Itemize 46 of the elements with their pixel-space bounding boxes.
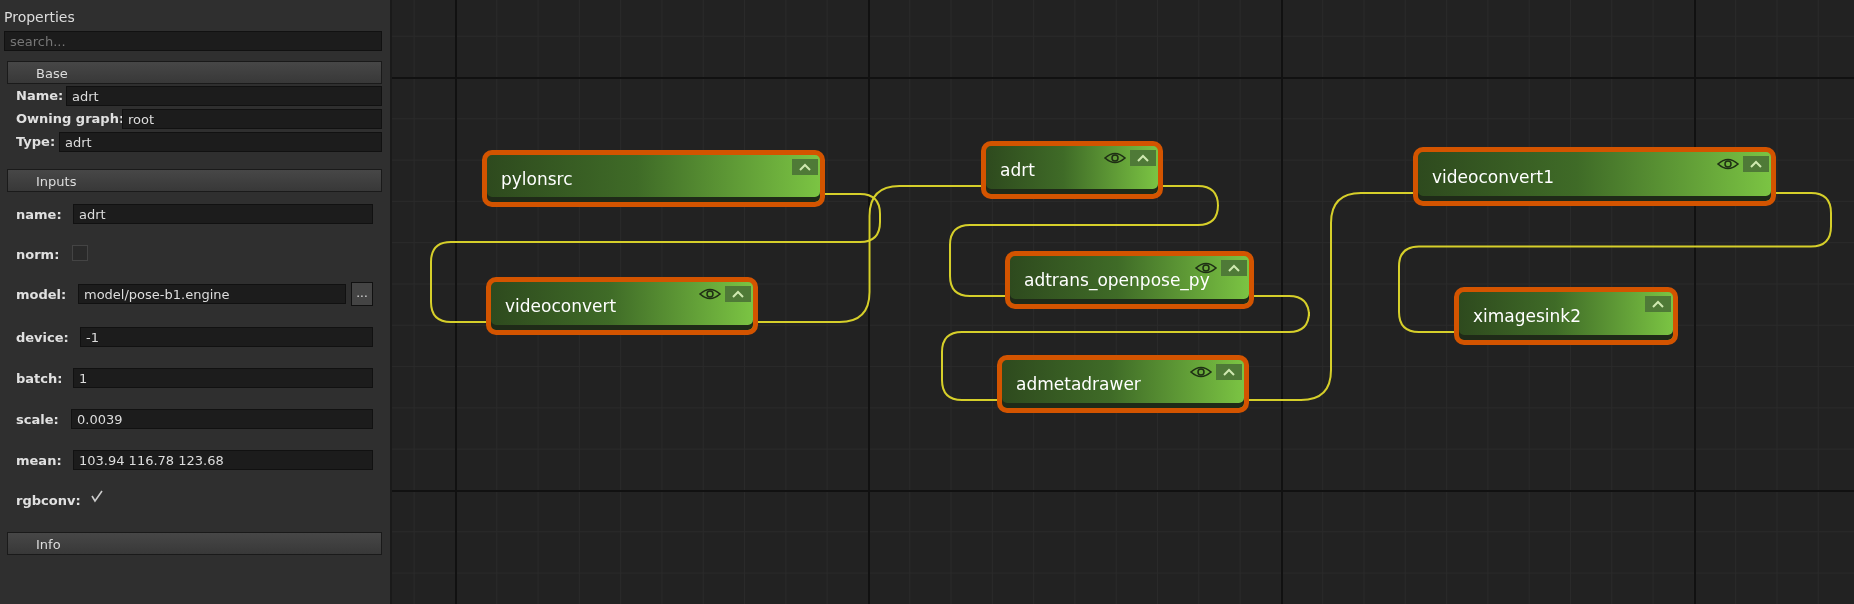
input-field: adrt: [59, 132, 382, 152]
connector-wire: [1248, 192, 1414, 401]
field-label: Type:: [16, 134, 56, 149]
input-field: 103.94 116.78 123.68: [73, 450, 373, 470]
graph-node: [1413, 147, 1776, 206]
input-field: root: [122, 109, 382, 129]
graph-node: [981, 141, 1163, 199]
graph-node: [1005, 251, 1254, 309]
section-header: Inputs: [7, 169, 382, 192]
field-label: Name:: [16, 88, 64, 103]
field-label: batch:: [16, 371, 63, 386]
spin-field: 1: [73, 368, 373, 388]
spin-field: 0.0039: [71, 409, 373, 429]
node-title: admetadrawer: [1016, 374, 1141, 394]
graph-node: [482, 150, 825, 207]
connector-wire: [1398, 192, 1832, 333]
connector-wire: [430, 193, 881, 323]
field-label: name:: [16, 207, 62, 222]
connector-wire: [757, 185, 982, 323]
browse-button: ...: [351, 282, 373, 306]
node-title: videoconvert1: [1432, 166, 1554, 187]
graph-node: [997, 355, 1249, 413]
node-title: videoconvert: [505, 296, 617, 316]
node-title: pylonsrc: [501, 168, 573, 189]
field-label: model:: [16, 287, 67, 302]
field-label: norm:: [16, 247, 60, 262]
connector-wire: [949, 185, 1219, 297]
section-header: Base: [7, 61, 382, 84]
node-title: ximagesink2: [1473, 306, 1582, 326]
connector-wire: [941, 295, 1310, 401]
spin-field: -1: [80, 327, 373, 347]
input-field: adrt: [66, 86, 382, 106]
input-field: adrt: [73, 204, 373, 224]
field-label: Owning graph:: [16, 111, 125, 126]
panel-title: Properties: [4, 9, 75, 25]
graph-node: [1454, 287, 1678, 345]
node-title: adrt: [1000, 160, 1035, 180]
field-label: mean:: [16, 453, 62, 468]
input-field: model/pose-b1.engine: [78, 284, 346, 304]
field-label: device:: [16, 330, 69, 345]
search-field: search...: [4, 31, 382, 51]
node-title: adtrans_openpose_py: [1024, 270, 1210, 290]
section-header: Info: [7, 532, 382, 555]
field-label: rgbconv:: [16, 493, 81, 508]
field-label: scale:: [16, 412, 59, 427]
graph-node: [486, 277, 758, 335]
